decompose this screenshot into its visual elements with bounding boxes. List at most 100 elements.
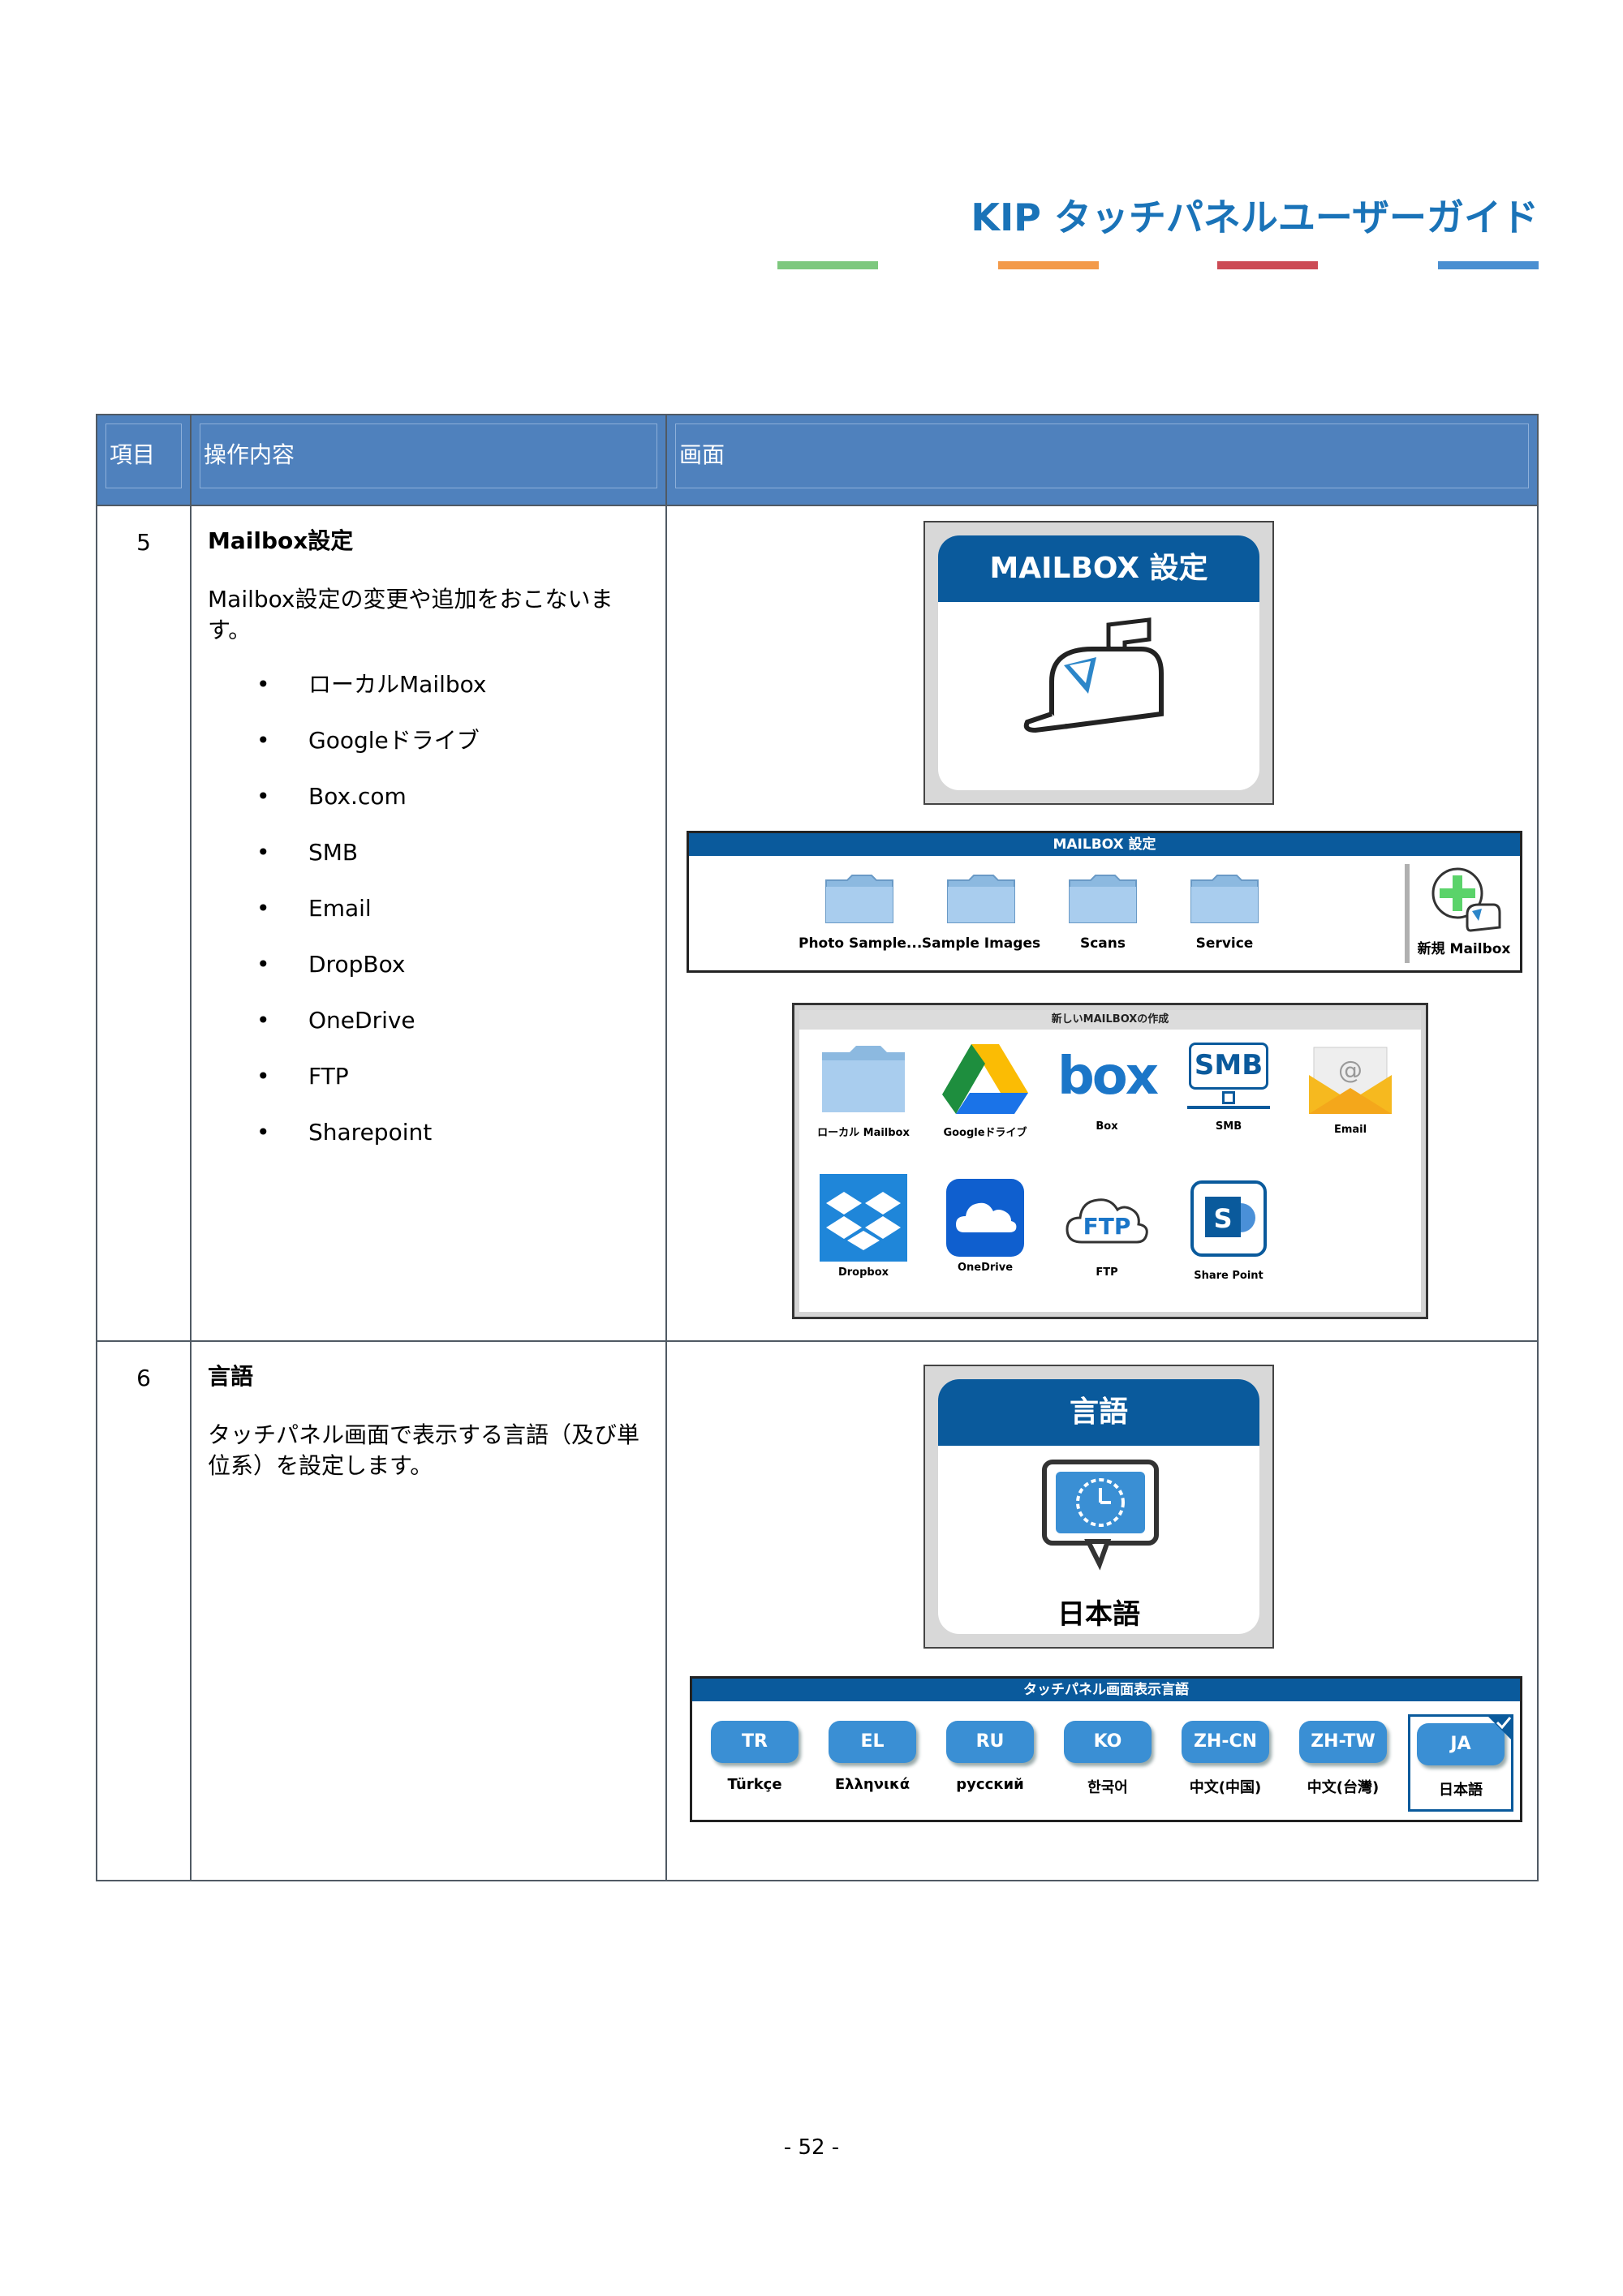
service-label: OneDrive <box>957 1262 1014 1274</box>
row-number: 5 <box>96 505 192 1342</box>
folder-icon <box>947 875 1015 923</box>
language-name: 中文(台灣) <box>1307 1779 1380 1796</box>
folder-item-scans[interactable]: Scans <box>1042 872 1164 952</box>
current-language: 日本語 <box>1057 1598 1140 1631</box>
deco-bar-blue <box>1438 261 1539 269</box>
service-ftp[interactable]: FTP FTP <box>1046 1174 1168 1279</box>
onedrive-icon <box>946 1179 1024 1257</box>
service-label: Share Point <box>1194 1270 1264 1282</box>
service-label: Email <box>1333 1124 1367 1136</box>
ftp-cloud-icon: FTP <box>1062 1174 1152 1262</box>
new-mailbox-label: 新規 Mailbox <box>1417 941 1511 957</box>
folder-label: Scans <box>1079 935 1126 952</box>
folder-label: Sample Images <box>921 935 1041 952</box>
language-option-ko[interactable]: KO 한국어 <box>1055 1721 1160 1797</box>
list-item: ローカルMailbox <box>256 669 649 725</box>
header-operation: 操作内容 <box>200 424 657 488</box>
mailbox-tile[interactable]: MAILBOX 設定 <box>923 521 1274 805</box>
language-code-button: EL <box>829 1721 916 1763</box>
service-label: Box <box>1096 1120 1118 1133</box>
folder-icon <box>1190 875 1259 923</box>
folder-item-sample-images[interactable]: Sample Images <box>920 872 1042 952</box>
row-description: Mailbox設定の変更や追加をおこないます。 <box>208 585 613 643</box>
smb-folder-icon: SMB <box>1184 1043 1273 1116</box>
folder-icon <box>825 875 893 923</box>
header-screen: 画面 <box>675 424 1529 488</box>
deco-bar-orange <box>998 261 1099 269</box>
language-tile-title: 言語 <box>938 1379 1259 1446</box>
service-sharepoint[interactable]: S Share Point <box>1168 1174 1289 1282</box>
service-label: Googleドライブ <box>943 1127 1027 1139</box>
language-name: 中文(中国) <box>1189 1779 1262 1796</box>
mailbox-tile-title: MAILBOX 設定 <box>938 535 1259 602</box>
service-local-mailbox[interactable]: ローカル Mailbox <box>803 1043 924 1139</box>
row-title: Mailbox設定 <box>208 527 354 554</box>
language-option-el[interactable]: EL Ελληνικά <box>820 1721 925 1793</box>
service-google-drive[interactable]: Googleドライブ <box>924 1043 1046 1139</box>
language-name: русский <box>956 1776 1024 1793</box>
language-clock-icon <box>1042 1460 1159 1571</box>
service-label: Dropbox <box>837 1266 889 1279</box>
language-name: Türkçe <box>727 1776 782 1793</box>
language-option-zh-cn[interactable]: ZH-CN 中文(中国) <box>1173 1721 1278 1797</box>
document-title: KIP タッチパネルユーザーガイド <box>971 196 1539 239</box>
language-code-button: RU <box>946 1721 1034 1763</box>
language-option-ja[interactable]: JA 日本語 <box>1408 1714 1513 1812</box>
list-item: Email <box>256 893 649 949</box>
new-mailbox-button[interactable]: 新規 Mailbox <box>1403 864 1525 957</box>
language-option-tr[interactable]: TR Türkçe <box>702 1721 807 1793</box>
folder-item-photo-sample[interactable]: Photo Sample... <box>799 872 922 952</box>
service-onedrive[interactable]: OneDrive <box>924 1174 1046 1274</box>
folder-icon <box>1069 875 1137 923</box>
smb-network-line <box>1187 1106 1270 1109</box>
google-drive-icon <box>942 1044 1028 1114</box>
row-description: タッチパネル画面で表示する言語（及び単位系）を設定します。 <box>208 1421 640 1479</box>
list-item: Box.com <box>256 781 649 837</box>
language-option-zh-tw[interactable]: ZH-TW 中文(台灣) <box>1290 1721 1396 1797</box>
service-label: FTP <box>1096 1266 1118 1279</box>
folder-label: Service <box>1195 935 1254 952</box>
folder-icon <box>822 1046 905 1112</box>
language-tile[interactable]: 言語 日本語 <box>923 1365 1274 1649</box>
row-number: 6 <box>96 1340 192 1881</box>
sharepoint-icon: S <box>1190 1180 1267 1257</box>
folder-item-service[interactable]: Service <box>1164 872 1285 952</box>
deco-bar-red <box>1217 261 1318 269</box>
row-title: 言語 <box>208 1363 254 1390</box>
mailbox-list-title: MAILBOX 設定 <box>689 833 1520 856</box>
ftp-text: FTP <box>1083 1213 1131 1240</box>
checkmark-icon <box>1486 1714 1513 1742</box>
new-mailbox-panel: 新しいMAILBOXの作成 ローカル Mailbox Googleドライブ <box>792 1003 1428 1319</box>
list-item: DropBox <box>256 949 649 1005</box>
service-dropbox[interactable]: Dropbox <box>803 1174 924 1279</box>
language-list-panel: タッチパネル画面表示言語 TR Türkçe EL Ελληνικά RU ру… <box>690 1676 1522 1822</box>
service-smb[interactable]: SMB SMB <box>1168 1043 1289 1133</box>
add-mailbox-icon <box>1431 867 1501 932</box>
service-box[interactable]: box Box <box>1046 1043 1168 1133</box>
instruction-table: 項目 操作内容 画面 5 Mailbox設定 Mailbox設定の変更や追加をお… <box>96 414 1539 1881</box>
header-item: 項目 <box>105 424 182 488</box>
mailbox-icon <box>1023 617 1164 733</box>
panel-divider <box>1405 864 1410 963</box>
service-email[interactable]: @ Email <box>1289 1043 1411 1136</box>
language-code-button: ZH-TW <box>1299 1721 1387 1763</box>
email-icon: @ <box>1309 1047 1392 1114</box>
language-name: 한국어 <box>1087 1779 1128 1796</box>
language-code-button: ZH-CN <box>1182 1721 1269 1763</box>
deco-bar-green <box>777 261 878 269</box>
language-code-button: TR <box>711 1721 799 1763</box>
table-header-row: 項目 操作内容 画面 <box>96 414 1539 506</box>
language-list-title: タッチパネル画面表示言語 <box>692 1679 1520 1701</box>
list-item: Googleドライブ <box>256 725 649 781</box>
language-code-button: JA <box>1417 1723 1505 1765</box>
table-row: 5 Mailbox設定 Mailbox設定の変更や追加をおこないます。 ローカル… <box>96 505 1539 1342</box>
table-row: 6 言語 タッチパネル画面で表示する言語（及び単位系）を設定します。 言語 <box>96 1340 1539 1881</box>
service-label: SMB <box>1215 1120 1242 1133</box>
feature-list: ローカルMailbox Googleドライブ Box.com SMB Email… <box>208 669 649 1173</box>
smb-folder-shape <box>1189 1043 1268 1090</box>
language-option-ru[interactable]: RU русский <box>937 1721 1043 1793</box>
svg-text:S: S <box>1213 1203 1232 1234</box>
dropbox-icon <box>820 1174 907 1262</box>
list-item: OneDrive <box>256 1005 649 1061</box>
svg-text:@: @ <box>1338 1056 1363 1085</box>
